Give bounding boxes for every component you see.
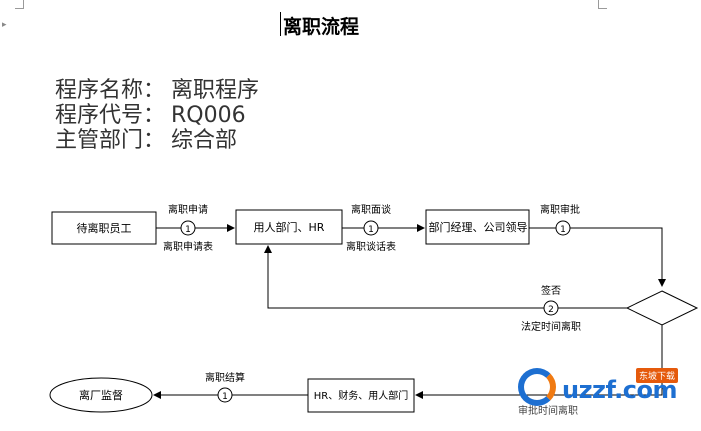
step-label-approval-time: 审批时间离职 <box>518 404 578 417</box>
node-settlement-departments-label: HR、财务、用人部门 <box>314 389 408 402</box>
step-badge-4-number: 2 <box>548 305 554 315</box>
connector-exit-interview: 1 离职面谈 离职谈话表 <box>342 203 425 253</box>
program-info: 程序名称：离职程序 程序代号：RQ006 主管部门：综合部 <box>55 78 265 153</box>
step-badge-3 <box>555 220 571 236</box>
department-line[interactable]: 主管部门：综合部 <box>55 128 265 153</box>
watermark: uzzf.com 东坡下载 <box>512 362 692 420</box>
step-badge-5-number: 1 <box>222 392 228 402</box>
step-badge-2 <box>363 220 379 236</box>
step-badge-3-number: 1 <box>560 225 566 235</box>
watermark-badge: 东坡下载 <box>636 368 679 383</box>
step-label-interview: 离职面谈 <box>351 203 391 216</box>
connector-decision-approve: 审批时间离职 <box>415 325 663 417</box>
connector-decision-reject: 2 签否 法定时间离职 <box>264 245 627 333</box>
step-badge-1-number: 1 <box>185 225 191 235</box>
step-badge-4 <box>543 300 559 316</box>
node-employee[interactable]: 待离职员工 <box>51 211 157 245</box>
step-badge-2-number: 1 <box>368 225 374 235</box>
program-name-line[interactable]: 程序名称：离职程序 <box>55 78 265 103</box>
page-margin-marker-icon: ▸ <box>2 20 7 30</box>
program-code-value: RQ006 <box>171 103 246 128</box>
document-title[interactable]: 离职流程 <box>283 16 360 38</box>
page-corner-mark-right <box>598 0 607 9</box>
program-code-label: 程序代号： <box>55 103 166 128</box>
step-badge-5 <box>217 387 233 403</box>
program-name-value: 离职程序 <box>171 78 260 103</box>
node-settlement-departments[interactable]: HR、财务、用人部门 <box>307 378 415 413</box>
step-badge-1 <box>180 220 196 236</box>
page-corner-mark-left <box>15 0 24 9</box>
node-exit-supervision[interactable]: 离厂监督 <box>49 377 153 413</box>
step-label-legal-time: 法定时间离职 <box>521 320 581 333</box>
step-doc-interview-form: 离职谈话表 <box>346 240 396 253</box>
connector-settlement: 1 离职结算 <box>153 371 308 403</box>
program-code-line[interactable]: 程序代号：RQ006 <box>55 103 265 128</box>
node-employee-label: 待离职员工 <box>77 221 132 235</box>
step-label-request: 离职申请 <box>168 203 208 216</box>
step-label-settlement: 离职结算 <box>205 371 245 384</box>
node-exit-supervision-label: 离厂监督 <box>79 388 123 402</box>
connector-approval: 1 离职审批 <box>529 203 666 287</box>
program-name-label: 程序名称： <box>55 78 166 103</box>
node-manager[interactable]: 部门经理、公司领导 <box>425 209 530 245</box>
step-doc-request-form: 离职申请表 <box>163 240 213 253</box>
step-label-decision: 签否 <box>541 284 561 297</box>
text-cursor <box>280 12 281 36</box>
node-manager-label: 部门经理、公司领导 <box>429 220 528 234</box>
watermark-logo-icon <box>518 368 556 406</box>
node-hr-department-label: 用人部门、HR <box>254 220 325 234</box>
step-label-approval: 离职审批 <box>540 203 580 216</box>
decision-approval[interactable] <box>625 290 699 326</box>
node-hr-department[interactable]: 用人部门、HR <box>235 209 343 245</box>
connector-resignation-request: 1 离职申请 离职申请表 <box>156 203 235 253</box>
department-value: 综合部 <box>171 128 238 153</box>
department-label: 主管部门： <box>55 128 166 153</box>
